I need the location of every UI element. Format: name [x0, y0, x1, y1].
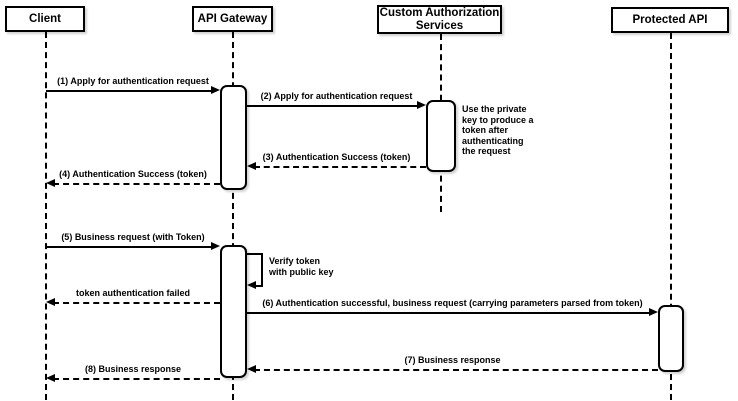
activation-custom-authorization — [426, 100, 456, 172]
self-message-line-top-verify-token — [247, 253, 263, 255]
message-line-msg-token-failed — [53, 302, 220, 304]
lifeline-client — [45, 32, 47, 400]
message-label-msg-5: (5) Business request (with Token) — [61, 232, 205, 242]
arrowhead-msg-3 — [247, 162, 256, 170]
message-label-msg-4: (4) Authentication Success (token) — [59, 169, 207, 179]
activation-api-gateway-auth — [220, 85, 247, 190]
arrowhead-msg-6 — [649, 308, 658, 316]
message-line-msg-3 — [254, 166, 426, 168]
message-label-msg-6: (6) Authentication successful, business … — [262, 298, 643, 308]
message-label-msg-8: (8) Business response — [84, 364, 182, 374]
self-message-line-right-verify-token — [261, 253, 263, 285]
lifeline-protected-api — [670, 33, 672, 400]
self-message-label-line: with public key — [269, 266, 334, 277]
message-label-msg-7: (7) Business response — [404, 355, 501, 365]
message-line-msg-6 — [247, 312, 651, 314]
activation-protected-api — [658, 305, 684, 372]
annotation-line: Use the private — [462, 104, 527, 114]
annotation-line: the request — [462, 146, 511, 156]
annotation-line: key to produce a — [462, 114, 534, 125]
arrowhead-msg-token-failed — [46, 298, 55, 306]
self-message-line-bottom-verify-token — [256, 285, 263, 287]
arrowhead-msg-1 — [211, 86, 220, 94]
arrowhead-msg-8 — [46, 374, 55, 382]
arrowhead-msg-2 — [417, 101, 426, 109]
participant-box-client: Client — [5, 6, 85, 32]
annotation-line: authenticating — [462, 135, 524, 146]
lifeline-api-gateway — [232, 32, 234, 400]
message-label-msg-token-failed: token authentication failed — [75, 288, 190, 298]
message-line-msg-5 — [46, 246, 213, 248]
activation-api-gateway-business — [220, 245, 247, 378]
participant-box-api-gateway: API Gateway — [192, 6, 273, 32]
arrowhead-msg-7 — [247, 365, 256, 373]
participant-box-protected-api: Protected API — [611, 7, 729, 33]
message-line-msg-7 — [254, 369, 658, 371]
message-line-msg-1 — [46, 90, 213, 92]
message-line-msg-4 — [53, 183, 220, 185]
message-label-msg-3: (3) Authentication Success (token) — [262, 152, 411, 162]
message-label-msg-1: (1) Apply for authentication request — [57, 76, 209, 86]
message-label-msg-2: (2) Apply for authentication request — [260, 91, 413, 101]
annotation-line: token after — [462, 125, 509, 135]
arrowhead-verify-token — [247, 281, 256, 289]
arrowhead-msg-4 — [46, 179, 55, 187]
self-message-label-line: Verify token — [269, 256, 321, 266]
arrowhead-msg-5 — [211, 242, 220, 250]
message-line-msg-2 — [247, 105, 419, 107]
message-line-msg-8 — [53, 378, 220, 380]
participant-box-custom-authorization-services: Custom Authorization Services — [377, 5, 502, 34]
